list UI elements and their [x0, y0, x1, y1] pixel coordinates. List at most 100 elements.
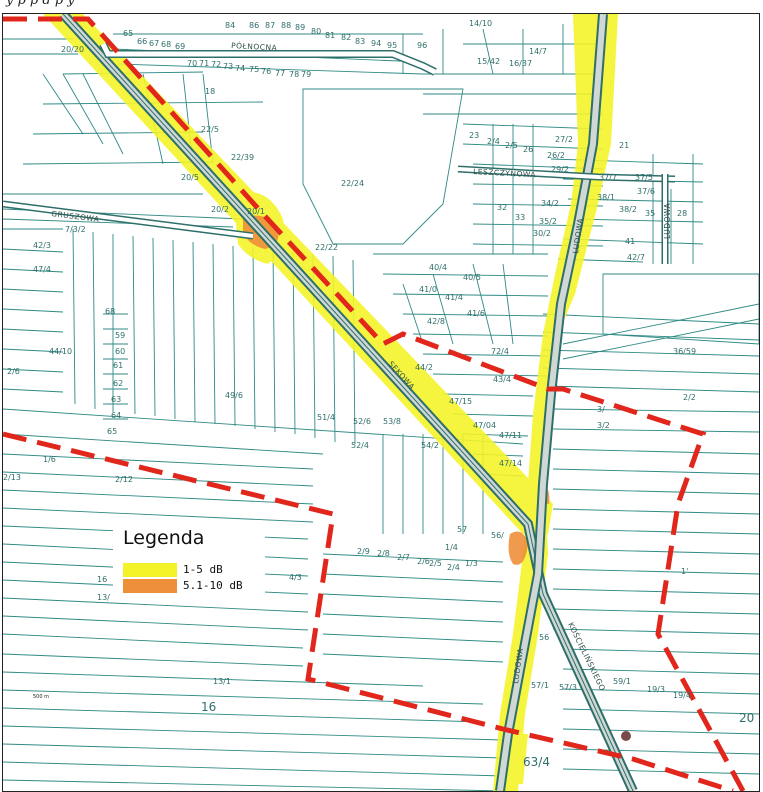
map-caption-strip: y p p d p y: [0, 0, 763, 13]
parcel-number: 37/6: [637, 187, 655, 196]
parcel-number: 82: [341, 33, 351, 42]
parcel-number: 3/2: [597, 421, 610, 430]
legend-swatch-orange: [123, 579, 177, 593]
parcel-number: 72/4: [491, 347, 509, 356]
parcel-number: 2/5: [505, 141, 518, 150]
parcel-number: 28: [677, 209, 687, 218]
map-canvas[interactable]: PÓŁNOCNA LESZCZYNOWA GRUSZOWA LUDOWA LUD…: [3, 14, 759, 791]
parcel-number: 89: [295, 23, 305, 32]
parcel-number: 7/3/2: [65, 225, 86, 234]
legend-swatch-yellow: [123, 563, 177, 577]
parcel-number: 33: [515, 213, 525, 222]
parcel-number: 47/14: [499, 459, 522, 468]
parcel-number: 42/7: [627, 253, 645, 262]
map-legend: Legenda 1-5 dB 5.1-10 dB: [113, 523, 265, 601]
parcel-number: 22/39: [231, 153, 254, 162]
parcel-number: 65: [123, 29, 133, 38]
parcel-number: 2/8: [377, 549, 390, 558]
parcel-number: 4/3: [289, 573, 302, 582]
parcel-number: 34/2: [541, 199, 559, 208]
parcel-number: 47/11: [499, 431, 522, 440]
parcel-number: 72: [211, 60, 221, 69]
parcel-number: 2/4: [487, 137, 500, 146]
parcel-36-59-outline: [602, 273, 759, 345]
parcel-number: 19/4: [673, 691, 691, 700]
parcel-number: 78: [289, 70, 299, 79]
parcel-number: 77: [275, 69, 285, 78]
parcel-number: 70: [187, 59, 197, 68]
parcel-number: 2/6: [7, 367, 20, 376]
parcel-number: 57/3: [559, 683, 577, 692]
parcel-number: 14/7: [529, 47, 547, 56]
noise-zone-1-5db[interactable]: [43, 14, 618, 791]
parcel-number: 94: [371, 39, 381, 48]
noise-map[interactable]: PÓŁNOCNA LESZCZYNOWA GRUSZOWA LUDOWA LUD…: [2, 13, 760, 792]
parcel-number: 23: [469, 131, 479, 140]
parcel-number: 20/5: [181, 173, 199, 182]
parcel-number: 40/5: [463, 273, 481, 282]
roads: [3, 14, 676, 791]
parcel-number: 16/37: [509, 59, 532, 68]
parcel-number: 68: [105, 307, 115, 316]
parcel-number: 20: [739, 711, 754, 725]
parcel-number: 41/6: [467, 309, 485, 318]
parcel-number: 20/20: [61, 45, 84, 54]
parcel-number: 54/2: [421, 441, 439, 450]
parcel-number: 22/24: [341, 179, 364, 188]
parcel-number: 41: [625, 237, 635, 246]
parcel-number: 80: [311, 27, 321, 36]
parcel-number: 57: [457, 525, 467, 534]
parcel-number: 84: [225, 21, 235, 30]
parcel-number: 2/7: [397, 553, 410, 562]
parcel-number: 15/42: [477, 57, 500, 66]
parcel-number: 42/3: [33, 241, 51, 250]
parcel-number: 79: [301, 70, 311, 79]
parcel-number: 74: [235, 64, 245, 73]
street-label-leszczynowa: LESZCZYNOWA: [473, 167, 537, 179]
parcel-number: 96: [417, 41, 427, 50]
parcel-number: 20/1: [247, 207, 265, 216]
parcel-number: 83: [355, 37, 365, 46]
parcel-number: 67: [149, 39, 159, 48]
parcel-number: 1/4: [445, 543, 458, 552]
parcel-number: 87: [265, 21, 275, 30]
legend-title: Legenda: [123, 527, 205, 549]
parcel-number: 95: [387, 41, 397, 50]
parcel-number: 1/6: [43, 455, 56, 464]
street-label-polnocna: PÓŁNOCNA: [231, 41, 278, 52]
parcel-number: 30/2: [533, 229, 551, 238]
parcel-number: 38/1: [597, 193, 615, 202]
parcel-number: 2/13: [3, 473, 21, 482]
point-marker[interactable]: [621, 731, 631, 741]
map-caption-text: y p p d p y: [6, 0, 75, 8]
parcel-number: 73: [223, 62, 233, 71]
parcel-lines: [3, 24, 759, 791]
parcel-number: 63: [111, 395, 121, 404]
parcel-number: 63/4: [523, 755, 550, 769]
parcel-number: 60: [115, 347, 125, 356]
parcel-number: 51/4: [317, 413, 335, 422]
parcel-number: 43/4: [493, 375, 511, 384]
parcel-number: 13/1: [213, 677, 231, 686]
parcel-number: 59/1: [613, 677, 631, 686]
parcel-number: 56: [539, 633, 549, 642]
parcel-number: 29/2: [551, 165, 569, 174]
parcel-number: 14/10: [469, 19, 492, 28]
parcel-number: 32: [497, 203, 507, 212]
parcel-number: 3/: [597, 405, 605, 414]
parcel-number: 40/4: [429, 263, 447, 272]
parcel-number: 35: [645, 209, 655, 218]
street-label-ludowa-east: LUDOWA: [663, 203, 672, 239]
study-area-boundary[interactable]: [3, 16, 746, 791]
parcel-number: 44/2: [415, 363, 433, 372]
parcel-number: 2/12: [115, 475, 133, 484]
parcel-number: 20/2: [211, 205, 229, 214]
parcel-number: 42/8: [427, 317, 445, 326]
parcel-number: 37/7: [599, 173, 617, 182]
parcel-number: 62: [113, 379, 123, 388]
central-parcel-strips: [3, 228, 356, 445]
parcel-number: 21: [619, 141, 629, 150]
parcel-number: 27/2: [555, 135, 573, 144]
parcel-number: 56/: [491, 531, 504, 540]
parcel-number: 19/3: [647, 685, 665, 694]
